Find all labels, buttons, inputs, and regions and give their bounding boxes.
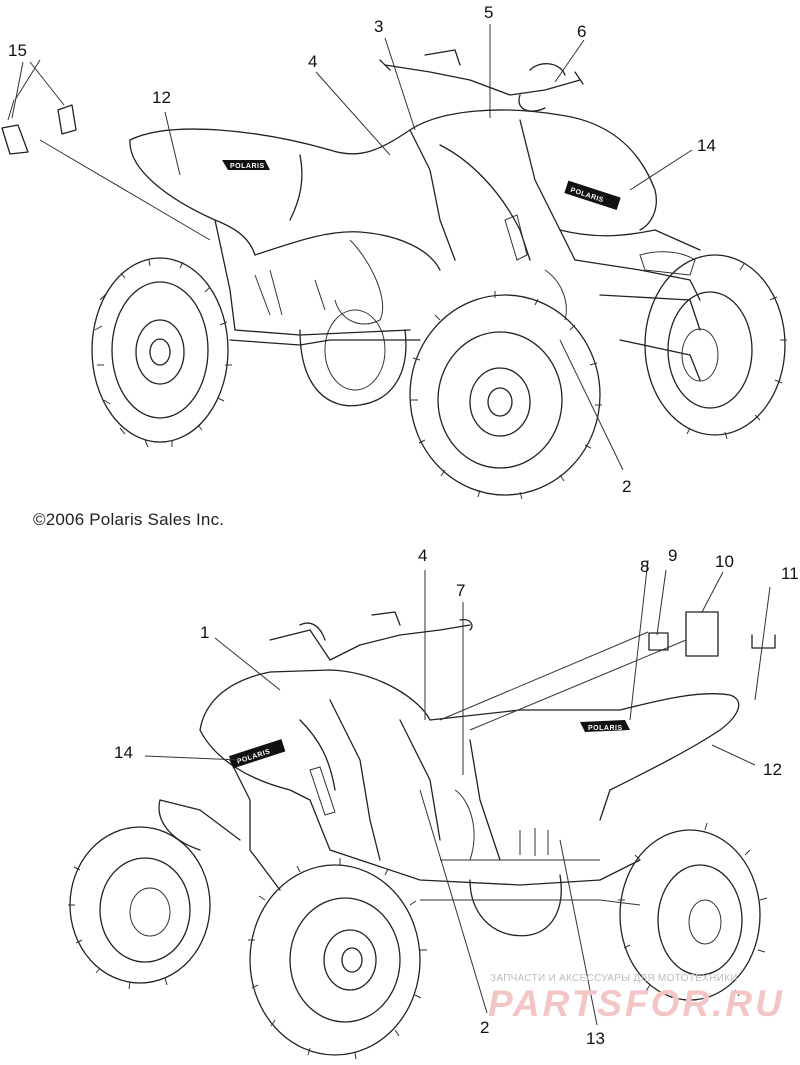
callout-2: 2 — [622, 477, 631, 496]
callout-14: 14 — [114, 743, 133, 762]
callout-11: 11 — [781, 564, 799, 583]
front-right-wheel-bottom — [248, 858, 427, 1060]
front-right-wheel-top — [644, 254, 787, 440]
decal-9 — [648, 632, 669, 651]
callout-6: 6 — [577, 22, 586, 41]
atv-body-top — [129, 109, 701, 381]
callout-15: 15 — [8, 41, 27, 60]
callouts-top: 15 12 4 3 5 6 14 2 — [8, 3, 716, 496]
callout-14: 14 — [697, 136, 716, 155]
decal-11 — [751, 634, 776, 649]
front-left-wheel-top — [409, 291, 602, 500]
callouts-bottom: 4 7 8 9 10 11 1 14 12 2 13 — [114, 546, 799, 1048]
leader-lines-top — [11, 24, 693, 471]
callout-12: 12 — [152, 88, 171, 107]
handlebars-bottom — [269, 611, 473, 661]
handlebars-top — [379, 49, 584, 112]
copyright-text: ©2006 Polaris Sales Inc. — [33, 510, 225, 529]
callout-9: 9 — [668, 546, 677, 565]
rear-wheel-top — [91, 257, 232, 448]
seat-polaris-logo-bottom: POLARIS — [580, 720, 630, 732]
watermark-subtitle: ЗАПЧАСТИ И АКСЕССУАРЫ ДЛЯ МОТОТЕХНИКИ — [490, 973, 738, 984]
callout-4: 4 — [308, 52, 317, 71]
logo-text: POLARIS — [588, 725, 623, 732]
callout-7: 7 — [456, 581, 465, 600]
atv-illustration-top: POLARIS POLARIS — [1, 49, 787, 500]
callout-8: 8 — [640, 557, 649, 576]
rear-left-wheel-bottom — [469, 874, 562, 937]
fender-polaris-logo-top: POLARIS — [564, 180, 621, 210]
leader-lines-bottom — [144, 559, 771, 1026]
watermark-brand: PARTSFOR.RU — [488, 983, 785, 1024]
rear-right-wheel-bottom — [618, 822, 768, 1007]
callout-10: 10 — [715, 552, 734, 571]
callout-2: 2 — [480, 1018, 489, 1037]
atv-body-bottom — [158, 669, 740, 906]
front-left-wheel-bottom — [68, 826, 211, 990]
callout-3: 3 — [374, 17, 383, 36]
callout-13: 13 — [586, 1029, 605, 1048]
callout-1: 1 — [200, 623, 209, 642]
callout-4: 4 — [418, 546, 427, 565]
decal-15-pieces — [1, 59, 77, 155]
callout-12: 12 — [763, 760, 782, 779]
seat-polaris-logo-top: POLARIS — [222, 160, 270, 170]
decal-10 — [685, 611, 719, 657]
atv-illustration-bottom: POLARIS POLARIS — [68, 611, 776, 1060]
rear-wheel-right-top — [299, 309, 407, 407]
callout-5: 5 — [484, 3, 493, 22]
logo-text: POLARIS — [230, 163, 265, 170]
fender-polaris-logo-bottom: POLARIS — [229, 739, 286, 769]
